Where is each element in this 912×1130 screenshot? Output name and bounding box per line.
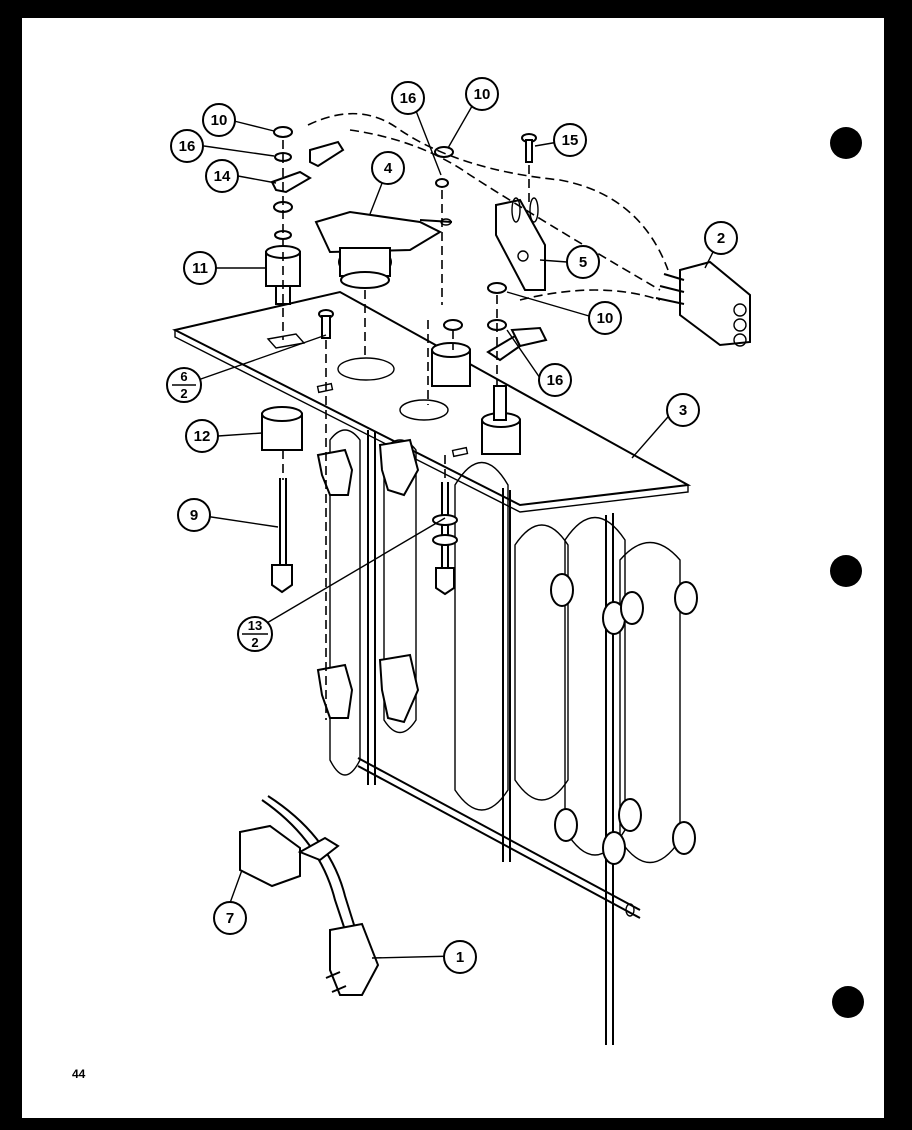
callout-13-top: 13 xyxy=(248,618,262,633)
insulator-12 xyxy=(261,406,303,451)
callout-16c-label: 16 xyxy=(547,372,564,389)
screw-6 xyxy=(318,309,334,339)
nuts-washers-left xyxy=(270,126,312,240)
insulator-right xyxy=(481,385,521,455)
callout-2: 2 xyxy=(704,221,738,255)
leader-lines xyxy=(197,93,721,959)
callout-16-top: 16 xyxy=(391,81,425,115)
callout-11: 11 xyxy=(183,251,217,285)
callout-12-label: 12 xyxy=(194,428,211,445)
screw-15 xyxy=(521,133,537,163)
callout-10-top-center: 10 xyxy=(465,77,499,111)
wire-terminals xyxy=(309,140,548,362)
callout-11-label: 11 xyxy=(192,260,208,277)
page-number: 44 xyxy=(72,1067,86,1081)
callout-3: 3 xyxy=(666,393,700,427)
callout-5-label: 5 xyxy=(579,254,587,271)
threaded-rod-9 xyxy=(271,478,293,594)
callout-14: 14 xyxy=(205,159,239,193)
insulator-center xyxy=(431,342,471,387)
heater-element-assembly xyxy=(316,429,698,1045)
callout-7-label: 7 xyxy=(226,910,234,927)
callout-16a-label: 16 xyxy=(179,138,196,155)
callout-6-over-2: 6 2 xyxy=(166,367,202,403)
binder-hole-bottom xyxy=(832,986,864,1018)
callout-13-over-2: 13 2 xyxy=(237,616,273,652)
cord-clamp xyxy=(239,824,340,888)
callout-4: 4 xyxy=(371,151,405,185)
power-cord xyxy=(261,795,380,996)
callout-12: 12 xyxy=(185,419,219,453)
callout-1-label: 1 xyxy=(456,949,464,966)
binder-hole-middle xyxy=(830,555,862,587)
callout-14-label: 14 xyxy=(214,168,231,185)
callout-10b-label: 10 xyxy=(474,86,491,103)
callout-16-right: 16 xyxy=(538,363,572,397)
callout-2-label: 2 xyxy=(717,230,725,247)
terminal-block xyxy=(655,260,751,347)
callout-4-label: 4 xyxy=(384,160,393,177)
callout-9-label: 9 xyxy=(190,507,198,524)
callout-10a-label: 10 xyxy=(211,112,228,129)
callout-1: 1 xyxy=(443,940,477,974)
thermostat xyxy=(314,210,453,289)
callout-10-top-left: 10 xyxy=(202,103,236,137)
callout-6-bottom: 2 xyxy=(180,386,187,401)
callout-15-label: 15 xyxy=(562,132,579,149)
callout-6-top: 6 xyxy=(180,369,187,384)
callout-15: 15 xyxy=(553,123,587,157)
threaded-rod-center xyxy=(432,482,458,596)
callout-16b-label: 16 xyxy=(400,90,417,107)
binder-hole-top xyxy=(830,127,862,159)
callout-5: 5 xyxy=(566,245,600,279)
limit-switch xyxy=(495,197,546,291)
callout-10-right: 10 xyxy=(588,301,622,335)
callout-13-bottom: 2 xyxy=(251,635,258,650)
callout-9: 9 xyxy=(177,498,211,532)
callout-10c-label: 10 xyxy=(597,310,614,327)
callout-16-left: 16 xyxy=(170,129,204,163)
assembly-lines xyxy=(282,112,669,720)
callout-3-label: 3 xyxy=(679,402,687,419)
callout-7: 7 xyxy=(213,901,247,935)
